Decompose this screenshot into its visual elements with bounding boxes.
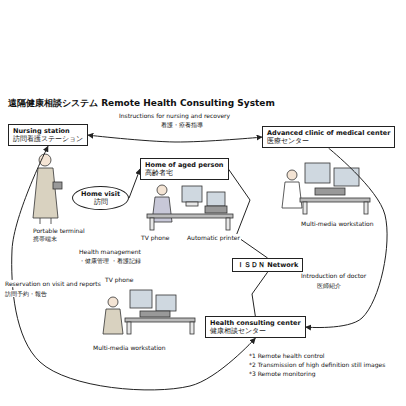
place-box: ＩＳＤＮ Network [232, 258, 303, 272]
node-text: 医療センター [267, 137, 390, 145]
node-heading: Home visit [81, 190, 120, 198]
node-heading: Advanced clinic of medical center [267, 129, 390, 137]
edge-label: Instructions for nursing and recovery [118, 112, 231, 119]
connector [229, 169, 268, 258]
note-label: Portable terminal [32, 227, 86, 234]
edge-label: Introduction of doctor [300, 272, 367, 279]
note-label: Automatic printer [186, 234, 241, 241]
place-box: Home of aged person高齢者宅 [140, 158, 229, 180]
node-text: 訪問 [81, 198, 120, 206]
note-label: Multi-media workstation [300, 220, 375, 227]
diagram-title: 遠隔健康相談システム Remote Health Consulting Syst… [8, 97, 275, 110]
oval-node: Home visit訪問 [72, 186, 129, 210]
note-label: Multi-media workstation [92, 344, 167, 351]
node-heading: Health consulting center [210, 319, 301, 327]
note-label: 携帯端末 [32, 235, 58, 242]
note-label: *1 Remote health control [248, 352, 325, 359]
note-label: 看護・療養指導 [160, 121, 204, 128]
node-heading: Home of aged person [145, 161, 224, 169]
connector [12, 146, 256, 390]
connector [306, 148, 387, 327]
node-text: 健康相談センター [210, 327, 301, 335]
node-text: 訪問看護ステーション [13, 135, 83, 143]
note-label: *3 Remote monitoring [248, 370, 317, 377]
place-box: Health consulting center健康相談センター [205, 316, 306, 338]
node-heading: Nursing station [13, 127, 83, 135]
connector [129, 169, 140, 198]
note-label: TV phone [140, 234, 170, 241]
connector [88, 135, 262, 142]
note-label: 訪問予約・報告 [4, 290, 48, 297]
node-text: 高齢者宅 [145, 169, 224, 177]
place-box: Nursing station訪問看護ステーション [8, 124, 88, 146]
edge-label: Reservation on visit and reports [4, 280, 102, 287]
note-label: *2 Transmission of high definition still… [248, 361, 386, 368]
note-label: Health management [78, 248, 142, 255]
note-label: TV phone [104, 276, 134, 283]
connector [252, 272, 268, 316]
note-label: ・健康管理 ・看護記録 [78, 257, 142, 264]
note-label: 医師紹介 [316, 282, 342, 289]
place-box: Advanced clinic of medical center医療センター [262, 126, 395, 148]
node-heading: ＩＳＤＮ Network [237, 261, 298, 269]
